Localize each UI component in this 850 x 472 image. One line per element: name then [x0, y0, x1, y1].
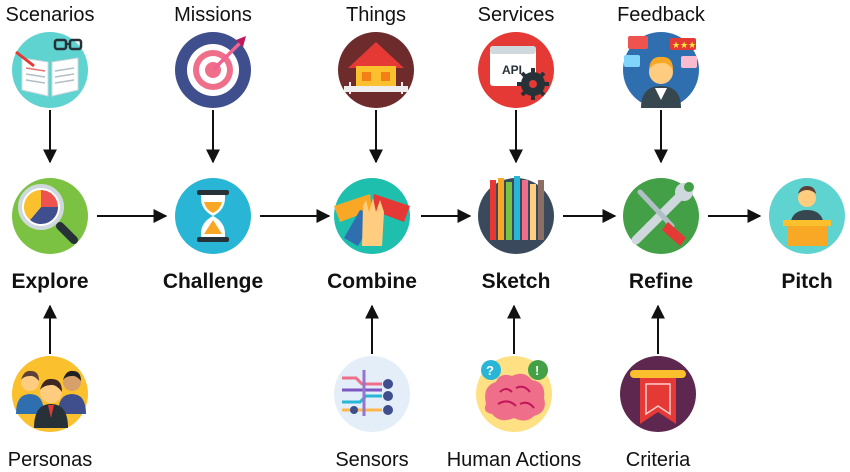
presenter-podium-icon	[769, 178, 845, 254]
tools-icon	[623, 178, 699, 254]
house-icon	[338, 32, 414, 108]
pencils-icon	[478, 176, 554, 254]
label-sensors: Sensors	[335, 449, 409, 471]
label-sketch: Sketch	[481, 270, 551, 293]
svg-text:?: ?	[486, 363, 494, 378]
book-glasses-icon	[12, 32, 88, 108]
svg-text:API: API	[502, 63, 522, 77]
label-challenge: Challenge	[162, 270, 264, 293]
label-combine: Combine	[327, 270, 417, 293]
hourglass-icon	[175, 178, 251, 254]
label-things: Things	[345, 4, 407, 26]
label-pitch: Pitch	[781, 270, 833, 293]
joined-hands-icon	[334, 178, 410, 254]
label-scenarios: Scenarios	[5, 4, 95, 26]
target-icon	[175, 32, 251, 108]
label-criteria: Criteria	[625, 449, 691, 471]
label-feedback: Feedback	[617, 4, 705, 26]
label-personas: Personas	[7, 449, 93, 471]
circuit-icon	[334, 356, 410, 432]
people-icon	[12, 356, 88, 432]
label-explore: Explore	[11, 270, 89, 293]
svg-text:★★★: ★★★	[672, 41, 696, 51]
magnifier-chart-icon	[12, 178, 88, 254]
ribbon-banner-icon	[620, 356, 696, 432]
svg-text:!: !	[535, 363, 539, 378]
person-feedback-icon: ★★★	[623, 32, 699, 108]
label-missions: Missions	[174, 4, 252, 26]
label-services: Services	[477, 4, 555, 26]
label-human-actions: Human Actions	[446, 449, 582, 471]
api-gear-icon: API	[478, 32, 554, 108]
brain-icon: ? !	[476, 356, 552, 432]
label-refine: Refine	[628, 270, 694, 293]
